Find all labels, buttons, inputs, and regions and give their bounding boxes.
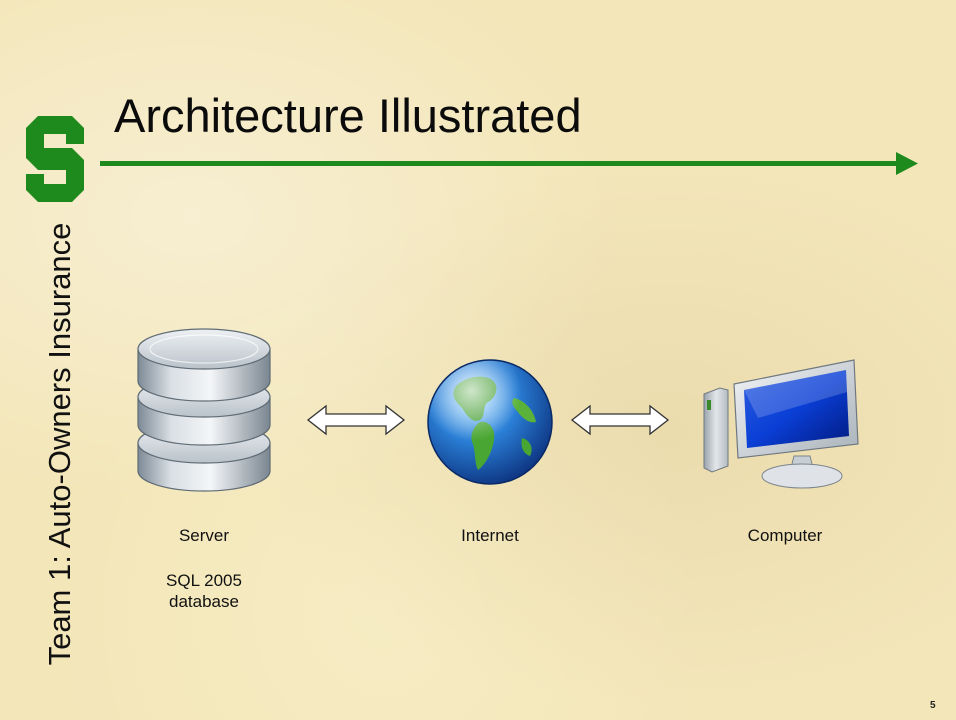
server-label: Server [178, 526, 230, 545]
internet-label: Internet [461, 526, 519, 545]
spartan-s-logo-icon [26, 116, 84, 202]
database-icon [137, 328, 271, 492]
computer-label: Computer [747, 526, 823, 545]
globe-icon [427, 359, 553, 485]
slide-title: Architecture Illustrated [114, 89, 582, 142]
computer-icon [703, 359, 859, 489]
server-sublabel: SQL 2005 database [166, 571, 242, 611]
bidirectional-arrow-icon [570, 404, 670, 436]
team-side-label: Team 1: Auto-Owners Insurance [42, 222, 77, 666]
bidirectional-arrow-icon [306, 404, 406, 436]
page-number: 5 [930, 700, 936, 711]
title-arrow-line [100, 152, 918, 175]
